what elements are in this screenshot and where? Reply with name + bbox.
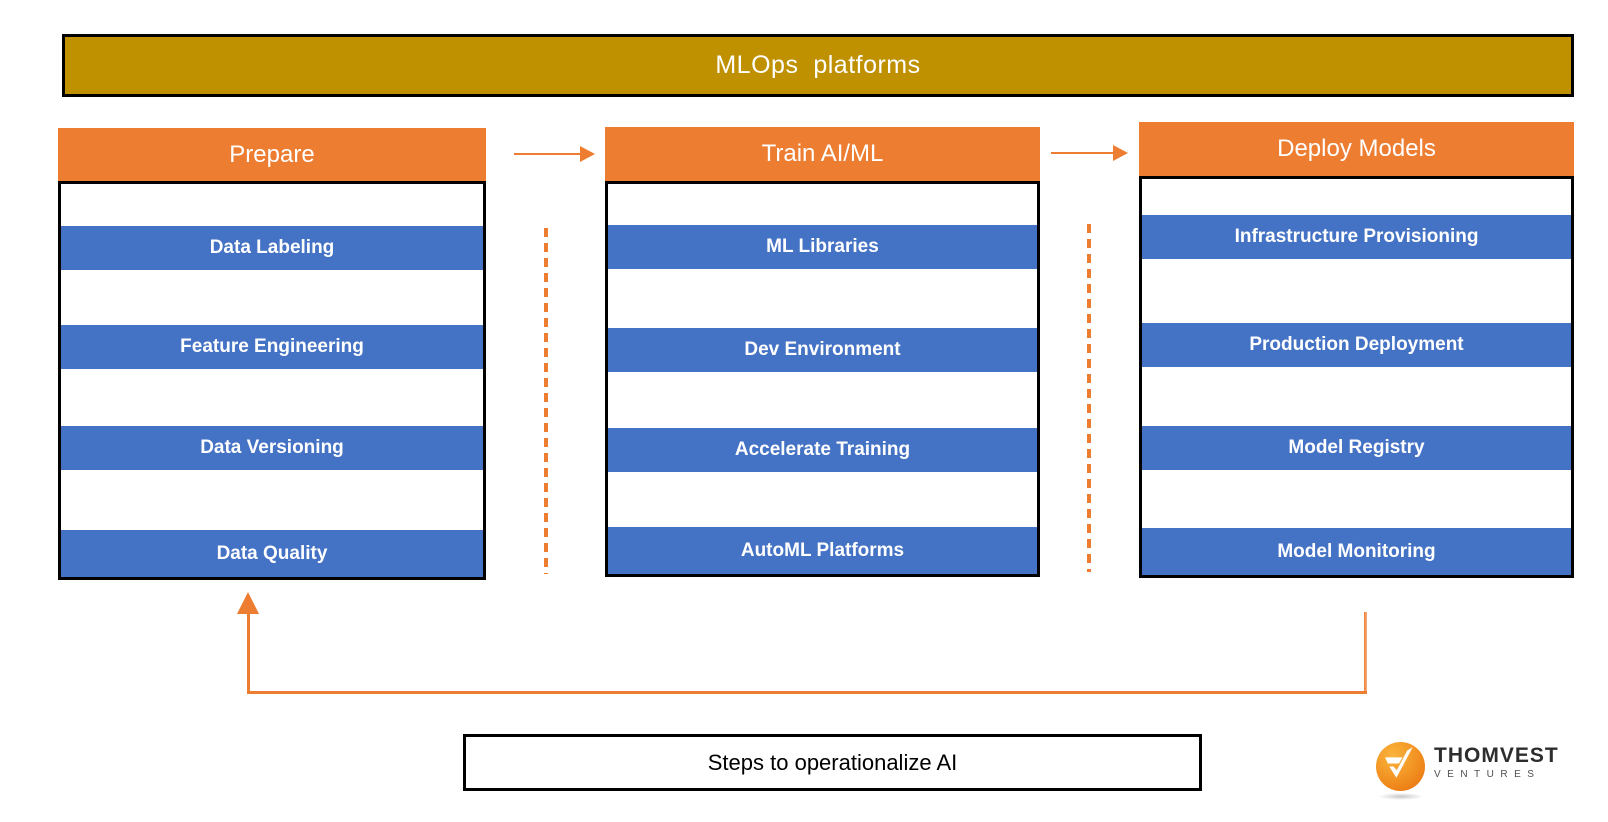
item-label: Accelerate Training (734, 439, 911, 460)
item-data-quality: Data Quality (61, 530, 483, 577)
item-infrastructure-provisioning: Infrastructure Provisioning (1142, 215, 1571, 259)
item-label: Dev Environment (744, 339, 901, 360)
item-model-monitoring: Model Monitoring (1142, 528, 1571, 575)
caption-box: Steps to operationalize AI (463, 734, 1202, 791)
item-dev-environment: Dev Environment (608, 328, 1037, 372)
arrow-train-to-deploy (1051, 152, 1115, 154)
stage-body-train: ML Libraries Dev Environment Accelerate … (605, 181, 1040, 577)
item-label: Data Versioning (200, 437, 344, 458)
stage-header-prepare-label: Prepare (229, 140, 315, 168)
arrow-prepare-to-train (514, 153, 582, 155)
item-label: Model Monitoring (1277, 540, 1436, 562)
logo-subtitle: VENTURES (1434, 769, 1541, 780)
arrow-train-to-deploy-head-icon (1113, 145, 1128, 161)
stage-body-prepare: Data Labeling Feature Engineering Data V… (58, 181, 486, 580)
item-label: AutoML Platforms (740, 539, 905, 561)
item-label: Data Quality (216, 542, 328, 564)
item-label: Model Registry (1288, 437, 1425, 458)
logo-brand-name: THOMVEST (1434, 744, 1559, 767)
item-automl-platforms: AutoML Platforms (608, 527, 1037, 574)
stage-body-deploy: Infrastructure Provisioning Production D… (1139, 176, 1574, 578)
stage-header-train-label: Train AI/ML (761, 140, 884, 167)
item-feature-engineering: Feature Engineering (61, 325, 483, 369)
item-label: Infrastructure Provisioning (1234, 226, 1479, 247)
feedback-arrow-up-head-icon (237, 592, 259, 614)
thomvest-logo: THOMVEST VENTURES (1362, 727, 1572, 807)
stage-header-prepare: Prepare (58, 128, 486, 181)
item-ml-libraries: ML Libraries (608, 225, 1037, 269)
item-model-registry: Model Registry (1142, 426, 1571, 470)
feedback-arrow-left-segment (247, 611, 250, 693)
logo-shadow (1378, 793, 1424, 800)
item-label: Production Deployment (1249, 334, 1464, 355)
item-data-versioning: Data Versioning (61, 426, 483, 470)
item-label: Data Labeling (209, 237, 335, 258)
banner-title: MLOps platforms (715, 51, 921, 79)
logo-text: THOMVEST VENTURES (1434, 744, 1559, 782)
dashed-divider-2 (1087, 224, 1091, 572)
stage-header-train: Train AI/ML (605, 127, 1040, 181)
item-data-labeling: Data Labeling (61, 226, 483, 270)
caption-label: Steps to operationalize AI (707, 749, 958, 775)
item-production-deployment: Production Deployment (1142, 323, 1571, 367)
item-label: Feature Engineering (180, 336, 364, 357)
checkmark-circle-icon (1376, 742, 1425, 791)
feedback-arrow-right-segment (1364, 612, 1367, 693)
feedback-arrow-bottom-segment (247, 691, 1367, 694)
arrow-prepare-to-train-head-icon (580, 146, 595, 162)
stage-header-deploy: Deploy Models (1139, 122, 1574, 176)
dashed-divider-1 (544, 228, 548, 574)
item-label: ML Libraries (766, 236, 879, 257)
stage-header-deploy-label: Deploy Models (1277, 135, 1436, 162)
banner-mlops-platforms: MLOps platforms (62, 34, 1574, 97)
item-accelerate-training: Accelerate Training (608, 428, 1037, 472)
